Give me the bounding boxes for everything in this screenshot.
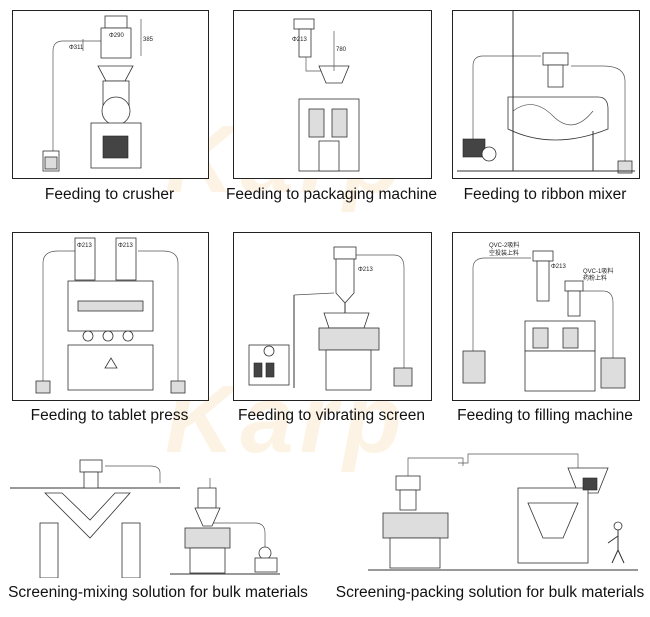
caption-packaging: Feeding to packaging machine — [225, 186, 438, 203]
panel-packaging: Φ213 780 — [233, 10, 432, 179]
svg-text:Φ311: Φ311 — [69, 45, 84, 51]
tablet-press-diagram: Φ213 Φ213 — [35, 237, 186, 394]
svg-text:Φ213: Φ213 — [358, 267, 373, 273]
filling-machine-diagram: QVC-2吸料 空投装上料 Φ213 QVC-1吸料 药粉上料 — [462, 241, 626, 392]
packaging-diagram: Φ213 780 — [292, 18, 360, 172]
svg-text:Φ290: Φ290 — [109, 33, 124, 39]
svg-text:385: 385 — [143, 37, 154, 43]
panel-tablet-press: Φ213 Φ213 — [12, 232, 209, 401]
panel-vibrating-screen: Φ213 — [233, 232, 432, 401]
svg-text:QVC-2吸料: QVC-2吸料 — [489, 241, 519, 249]
svg-text:Φ213: Φ213 — [77, 243, 92, 249]
caption-crusher: Feeding to crusher — [44, 186, 175, 203]
svg-text:Φ213: Φ213 — [292, 37, 307, 43]
svg-text:Φ213: Φ213 — [118, 243, 133, 249]
svg-text:空投装上料: 空投装上料 — [489, 249, 519, 257]
svg-text:QVC-1吸料: QVC-1吸料 — [583, 267, 613, 275]
svg-text:药粉上料: 药粉上料 — [583, 274, 607, 282]
panel-ribbon-mixer — [452, 10, 640, 179]
panel-filling-machine: QVC-2吸料 空投装上料 Φ213 QVC-1吸料 药粉上料 — [452, 232, 640, 401]
caption-filling-machine: Feeding to filling machine — [457, 407, 633, 424]
drawing-screening-mixing — [10, 448, 310, 578]
vibrating-screen-diagram: Φ213 — [248, 246, 413, 391]
screening-mixing-diagram — [10, 459, 280, 578]
caption-vibrating-screen: Feeding to vibrating screen — [238, 407, 425, 424]
crusher-diagram: Φ290 Φ311 385 — [42, 15, 154, 172]
svg-text:780: 780 — [336, 47, 347, 53]
screening-packing-diagram — [368, 453, 638, 571]
ribbon-mixer-diagram — [457, 11, 635, 174]
panel-crusher: Φ290 Φ311 385 — [12, 10, 209, 179]
caption-tablet-press: Feeding to tablet press — [30, 407, 189, 424]
svg-text:Φ213: Φ213 — [551, 264, 566, 270]
caption-screening-packing: Screening-packing solution for bulk mate… — [335, 584, 645, 601]
caption-ribbon-mixer: Feeding to ribbon mixer — [463, 186, 627, 203]
drawing-screening-packing — [368, 448, 642, 578]
caption-screening-mixing: Screening-mixing solution for bulk mater… — [8, 584, 308, 601]
